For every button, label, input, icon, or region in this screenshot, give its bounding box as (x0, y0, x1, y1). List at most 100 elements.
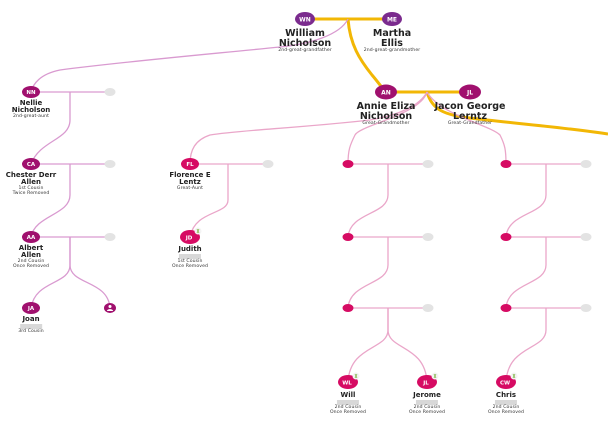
avatar-ja[interactable] (22, 302, 40, 314)
initials-jl2: JL (422, 381, 429, 387)
empty-node[interactable] (262, 160, 274, 168)
label-wl[interactable]: Will 2nd Cousin Once Removed (330, 391, 366, 416)
person-node-aa[interactable]: AA (22, 231, 40, 243)
initials-nn: NN (26, 90, 36, 96)
dna-match-icon (510, 372, 518, 380)
person-node-collapsed[interactable] (500, 233, 512, 241)
label-fl[interactable]: Florence E Lentz Great-Aunt (169, 171, 210, 192)
initials-cw: CW (500, 381, 510, 387)
avatar-an[interactable] (375, 84, 397, 100)
initials-me: ME (387, 17, 397, 24)
label-jl[interactable]: Jacon George Lerntz Great-Grandfather (435, 102, 506, 127)
relationship-detail: Twice Removed (12, 190, 50, 196)
label-jd[interactable]: Judith 1st Cousin Once Removed (171, 245, 209, 270)
connector-fl-to-jd (189, 164, 229, 238)
redacted-surname (20, 324, 42, 330)
relationship: 3rd Cousin (18, 329, 44, 335)
redacted-surname (336, 400, 359, 406)
person-node-ja[interactable]: JA (22, 302, 40, 314)
avatar-nn[interactable] (22, 86, 40, 98)
person-node-collapsed[interactable] (342, 233, 354, 241)
connector-ca-to-aa (30, 164, 71, 238)
person-node-nn[interactable]: NN (22, 86, 40, 98)
relationship: 2nd-great-grandfather (278, 47, 332, 53)
avatar-jl[interactable] (459, 84, 481, 100)
avatar-me[interactable] (382, 12, 402, 26)
person-node-collapsed[interactable] (342, 160, 354, 168)
label-jl2[interactable]: Jerome 2nd Cousin Once Removed (409, 391, 445, 416)
redacted-surname (178, 254, 201, 260)
connector-d3-to-cw (505, 308, 547, 383)
label-me[interactable]: Martha Ellis 2nd-great-grandmother (364, 29, 420, 54)
relationship-detail: Once Removed (171, 264, 209, 270)
person-node-wn[interactable]: WN (295, 12, 315, 26)
relationship-detail: Once Removed (12, 263, 50, 269)
initials-an: AN (381, 90, 391, 97)
person-node-fl[interactable]: FL (181, 158, 199, 170)
empty-node[interactable] (580, 160, 592, 168)
label-ca[interactable]: Chester Derr Allen 1st Cousin Twice Remo… (5, 171, 57, 196)
connector-c2-to-c3 (347, 237, 389, 309)
first-name: Judith (178, 245, 202, 253)
first-name: Chris (495, 391, 517, 399)
empty-node[interactable] (422, 304, 434, 312)
relationship: Great-Grandmother (362, 120, 410, 126)
avatar-jd[interactable] (180, 230, 200, 244)
avatar-aa[interactable] (22, 231, 40, 243)
person-node-wl[interactable]: WL (338, 372, 360, 390)
person-node-me[interactable]: ME (382, 12, 402, 26)
last-name: Lentz (179, 178, 201, 187)
empty-node[interactable] (104, 160, 116, 168)
person-node-collapsed[interactable] (500, 160, 512, 168)
empty-node[interactable] (580, 233, 592, 241)
avatar-ca[interactable] (22, 158, 40, 170)
dna-match-icon (431, 372, 439, 380)
connector-wn-to-nn (30, 18, 349, 93)
person-node-jl2[interactable]: JL (417, 372, 439, 390)
last-name: Allen (21, 178, 41, 187)
empty-node[interactable] (104, 233, 116, 241)
first-name: Nellie (19, 99, 43, 107)
relationship: 1st Cousin (18, 185, 44, 191)
person-node-an[interactable]: AN (375, 84, 397, 100)
initials-aa: AA (27, 235, 36, 241)
last-name: Lerntz (452, 110, 487, 122)
connector-aa-to-unknown (69, 237, 111, 309)
person-node-collapsed[interactable] (500, 304, 512, 312)
empty-spouse-nodes (104, 88, 592, 312)
initials-wl: WL (342, 381, 352, 387)
relationship: Great-Aunt (176, 185, 204, 191)
label-ja[interactable]: Joan 3rd Cousin (18, 315, 44, 335)
empty-node[interactable] (580, 304, 592, 312)
empty-node[interactable] (104, 88, 116, 96)
person-node-jl[interactable]: JL (459, 84, 481, 100)
first-name: Chester Derr (5, 171, 57, 179)
person-node-cw[interactable]: CW (496, 372, 518, 390)
person-node-jd[interactable]: JD (180, 227, 202, 245)
connector-nn-to-ca (30, 92, 71, 165)
first-name: Albert (18, 244, 44, 252)
label-nn[interactable]: Nellie Nicholson 2nd-great-aunt (11, 99, 51, 120)
person-node-unknown[interactable] (104, 303, 116, 313)
last-name: Ellis (381, 37, 403, 49)
label-aa[interactable]: Albert Allen 2nd Cousin Once Removed (12, 244, 50, 269)
avatar-wn[interactable] (295, 12, 315, 26)
avatar-wl[interactable] (338, 375, 358, 389)
relationship: 2nd Cousin (17, 258, 45, 264)
person-node-collapsed[interactable] (342, 304, 354, 312)
label-cw[interactable]: Chris 2nd Cousin Once Removed (488, 391, 524, 416)
empty-node[interactable] (422, 160, 434, 168)
avatar-fl[interactable] (181, 158, 199, 170)
first-name: Will (340, 391, 356, 399)
label-wn[interactable]: William Nicholson 2nd-great-grandfather (278, 29, 332, 54)
avatar-cw[interactable] (496, 375, 516, 389)
relationship: 2nd-great-grandmother (363, 47, 421, 53)
last-name: Nicholson (11, 106, 51, 115)
empty-node[interactable] (422, 233, 434, 241)
initials-wn: WN (299, 17, 311, 24)
dna-match-icon (194, 227, 202, 235)
label-an[interactable]: Annie Eliza Nicholson Great-Grandmother (357, 102, 416, 127)
person-node-ca[interactable]: CA (22, 158, 40, 170)
avatar-jl2[interactable] (417, 375, 437, 389)
